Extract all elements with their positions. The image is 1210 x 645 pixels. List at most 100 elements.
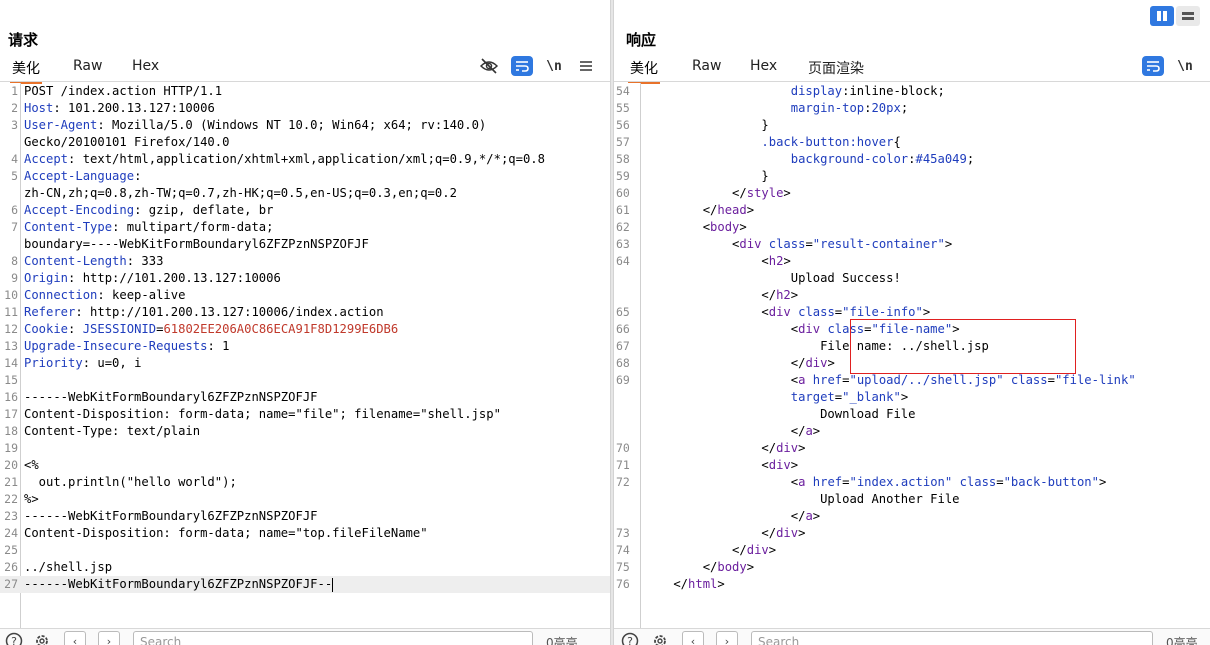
wrap-icon[interactable]	[511, 56, 533, 76]
eye-slash-icon[interactable]	[478, 56, 500, 76]
code-token	[805, 373, 812, 387]
code-token: 20px	[871, 101, 901, 115]
code-token: "back-button"	[1003, 475, 1099, 489]
code-token	[644, 101, 791, 115]
request-tab-raw[interactable]: Raw	[73, 58, 103, 74]
menu-icon[interactable]	[575, 56, 597, 76]
newline-toggle[interactable]: \n	[546, 58, 562, 74]
line-number: 76	[616, 577, 630, 591]
code-line: Upload Another File	[614, 491, 1210, 508]
line-number: 67	[616, 339, 630, 353]
response-tab-pretty[interactable]: 美化	[628, 58, 660, 84]
line-number: 55	[616, 101, 630, 115]
split-columns-icon[interactable]	[1150, 6, 1174, 26]
prev-match-button[interactable]: ‹	[682, 631, 704, 645]
code-token: class	[798, 305, 835, 319]
text-cursor	[332, 577, 334, 592]
code-token: JSESSIONID	[82, 322, 157, 336]
code-line: 59 }	[614, 168, 1210, 185]
line-text: target="_blank">	[644, 389, 908, 406]
code-token: ;	[900, 101, 909, 115]
code-token: Accept-Language	[24, 169, 135, 183]
code-token: Content-Length	[24, 254, 127, 268]
help-icon[interactable]: ?	[4, 631, 24, 645]
code-line: 60 </style>	[614, 185, 1210, 202]
response-tab-render[interactable]: 页面渲染	[808, 61, 864, 77]
code-token: >	[1098, 475, 1107, 489]
code-line: 26../shell.jsp	[0, 559, 610, 576]
code-token: POST /index.action HTTP/1.1	[24, 84, 223, 98]
code-token: =	[996, 475, 1004, 489]
code-token: }	[644, 169, 769, 183]
code-line: 61 </head>	[614, 202, 1210, 219]
request-search-input[interactable]: Search	[133, 631, 533, 645]
response-title: 响应	[626, 31, 657, 49]
line-text: Content-Type: text/plain	[24, 423, 200, 440]
response-tab-raw[interactable]: Raw	[692, 58, 722, 74]
code-line: 19	[0, 440, 610, 457]
code-token: Referer	[24, 305, 76, 319]
line-text: Upload Success!	[644, 270, 901, 287]
response-gutter	[614, 83, 641, 629]
line-text: Upgrade-Insecure-Requests: 1	[24, 338, 229, 355]
line-number: 25	[4, 543, 18, 557]
next-match-button[interactable]: ›	[716, 631, 738, 645]
line-text: </style>	[644, 185, 791, 202]
line-text: <div class="file-name">	[644, 321, 960, 338]
code-token: </	[644, 560, 718, 574]
line-number: 1	[11, 84, 18, 98]
response-tab-hex[interactable]: Hex	[750, 58, 778, 74]
request-gutter	[0, 83, 21, 629]
code-line: target="_blank">	[614, 389, 1210, 406]
code-token: >	[790, 458, 799, 472]
code-token: div	[768, 458, 791, 472]
code-token: >	[746, 203, 755, 217]
prev-match-button[interactable]: ‹	[64, 631, 86, 645]
response-search-input[interactable]: Search	[751, 631, 1153, 645]
code-token: margin-top	[790, 101, 865, 115]
code-token: Upgrade-Insecure-Requests	[24, 339, 208, 353]
newline-toggle[interactable]: \n	[1177, 58, 1193, 74]
code-token: >	[812, 509, 821, 523]
line-number: 4	[11, 152, 18, 166]
line-number: 63	[616, 237, 630, 251]
response-editor[interactable]: 54 display:inline-block;55 margin-top:20…	[614, 83, 1210, 629]
code-token: class	[827, 322, 865, 336]
help-icon[interactable]: ?	[620, 631, 640, 645]
line-text: }	[644, 117, 768, 134]
gear-icon[interactable]	[650, 631, 670, 645]
code-token: :	[68, 322, 83, 336]
code-token: Gecko/20100101 Firefox/140.0	[24, 135, 230, 149]
response-lines: 54 display:inline-block;55 margin-top:20…	[614, 83, 1210, 593]
code-token: "file-name"	[871, 322, 953, 336]
pane-divider[interactable]	[610, 0, 614, 645]
code-token: a	[798, 373, 806, 387]
line-number: 19	[4, 441, 18, 455]
code-token: href	[812, 475, 843, 489]
next-match-button[interactable]: ›	[98, 631, 120, 645]
line-text: ------WebKitFormBoundaryl6ZFZPznNSPZOFJF	[24, 508, 318, 525]
request-tab-hex[interactable]: Hex	[132, 58, 160, 74]
line-number: 15	[4, 373, 18, 387]
line-text: boundary=----WebKitFormBoundaryl6ZFZPznN…	[24, 236, 369, 253]
code-token: =	[842, 373, 850, 387]
code-token: </	[644, 509, 806, 523]
line-text: </div>	[644, 525, 805, 542]
line-text: <div class="result-container">	[644, 236, 952, 253]
line-text: Content-Disposition: form-data; name="to…	[24, 525, 428, 542]
code-token: =	[1047, 373, 1055, 387]
gear-icon[interactable]	[32, 631, 52, 645]
line-text: <div class="file-info">	[644, 304, 930, 321]
line-text: </body>	[644, 559, 754, 576]
line-number: 5	[11, 169, 18, 183]
code-token: Host	[24, 101, 54, 115]
wrap-icon[interactable]	[1142, 56, 1164, 76]
code-token: =	[834, 305, 843, 319]
code-token: "file-info"	[842, 305, 923, 319]
request-tab-pretty[interactable]: 美化	[10, 58, 42, 84]
code-token: : 333	[126, 254, 164, 268]
line-number: 20	[4, 458, 18, 472]
code-token	[644, 84, 791, 98]
split-rows-icon[interactable]	[1176, 6, 1200, 26]
